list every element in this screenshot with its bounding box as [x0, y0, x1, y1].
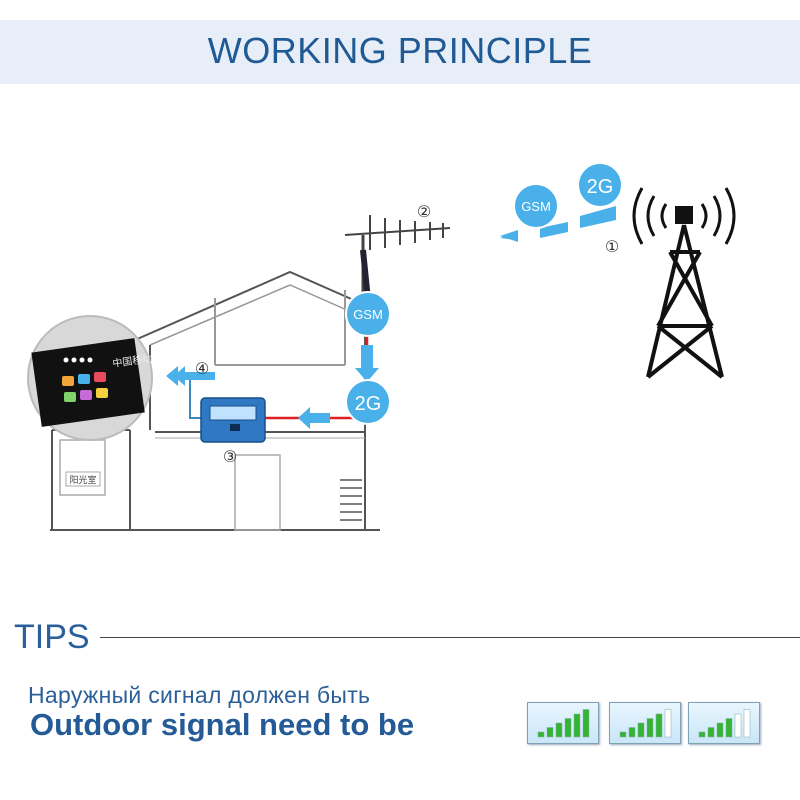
signal-bar: [582, 709, 590, 738]
2g-sky-bubble: [577, 162, 623, 208]
signal-strength-icon-1: [527, 702, 599, 744]
gsm-sky-bubble: [513, 183, 559, 229]
signal-bar: [716, 722, 724, 738]
signal-bar: [743, 709, 751, 738]
signal-flow-arrows: [166, 206, 616, 429]
2g-sky-label: 2G: [587, 176, 614, 198]
gsm-sky-label: GSM: [521, 199, 551, 214]
step-1-label: ①: [605, 237, 619, 256]
signal-bar: [628, 727, 636, 738]
phone-zoom: 中国移动: [27, 315, 153, 441]
step-2-label: ②: [417, 202, 431, 221]
signal-strength-icon-3: [688, 702, 760, 744]
signal-bar: [555, 722, 563, 738]
tips-divider: [100, 637, 800, 638]
signal-bar: [546, 727, 554, 738]
signal-bar: [707, 727, 715, 738]
signal-bar: [537, 731, 545, 738]
tip-russian-text: Наружный сигнал должен быть: [28, 682, 371, 708]
page-title: WORKING PRINCIPLE: [207, 30, 593, 71]
signal-bar: [655, 713, 663, 738]
signal-bar: [664, 709, 672, 738]
header-band: [0, 20, 800, 84]
stairs: [340, 479, 362, 521]
cell-tower: [646, 206, 724, 379]
signal-bar: [646, 718, 654, 738]
tip-english-text: Outdoor signal need to be: [30, 707, 415, 742]
signal-bar: [573, 713, 581, 738]
signal-bar: [725, 718, 733, 738]
signal-bar: [698, 731, 706, 738]
broadcast-waves: [632, 187, 736, 245]
signal-bar: [619, 731, 627, 738]
step-3-label: ③: [223, 447, 237, 466]
working-principle-diagram: 阳光室 ② GSM 2G ① GSM 2G: [27, 162, 736, 531]
indoor-antenna-cable: [189, 380, 205, 419]
tips-title: TIPS: [14, 618, 90, 656]
gsm-cable-label: GSM: [353, 307, 383, 322]
signal-bar: [734, 713, 742, 738]
signal-strength-icon-2: [609, 702, 681, 744]
room-sign: [65, 471, 101, 487]
2g-indoor-bubble: [345, 379, 391, 425]
gsm-cable-bubble: [345, 291, 391, 337]
signal-bar: [564, 718, 572, 738]
2g-indoor-label: 2G: [355, 393, 382, 415]
signal-bar: [637, 722, 645, 738]
room-sign-text: 阳光室: [69, 474, 96, 486]
step-4-label: ④: [195, 359, 209, 378]
repeater-device: [200, 397, 266, 443]
